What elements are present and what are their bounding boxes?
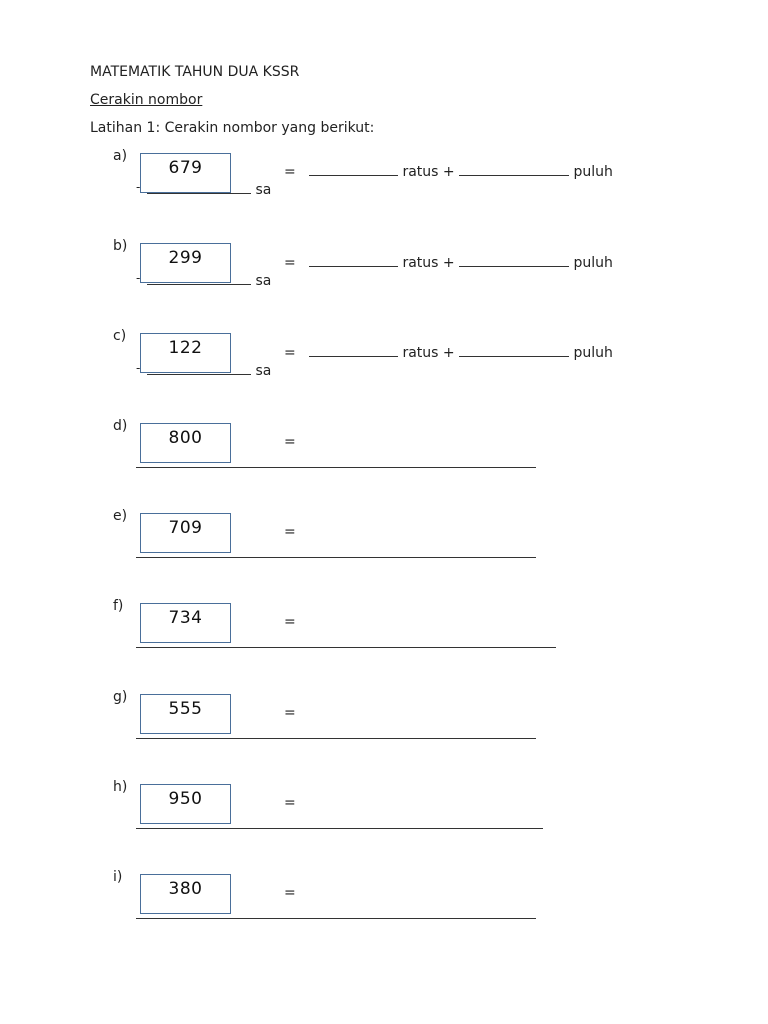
place-value-row: ratus + puluh	[309, 255, 613, 271]
exercise-instruction: Latihan 1: Cerakin nombor yang berikut:	[90, 120, 375, 136]
number-box: 380	[140, 874, 231, 914]
equals-sign: =	[284, 885, 296, 901]
equals-sign: =	[284, 705, 296, 721]
answer-line[interactable]	[136, 918, 536, 919]
sa-row: sa	[147, 363, 271, 379]
question-label: a)	[113, 148, 128, 164]
puluh-word: puluh	[573, 345, 613, 361]
sa-blank[interactable]	[147, 182, 251, 194]
ratus-word: ratus +	[402, 345, 455, 361]
question-label: c)	[113, 328, 127, 344]
question-label: b)	[113, 238, 128, 254]
sa-word: sa	[255, 182, 272, 198]
sa-blank[interactable]	[147, 273, 251, 285]
answer-line[interactable]	[136, 647, 556, 648]
number-box: 679	[140, 153, 231, 193]
puluh-word: puluh	[573, 255, 613, 271]
equals-sign: =	[284, 434, 296, 450]
equals-sign: =	[284, 614, 296, 630]
answer-line[interactable]	[136, 828, 543, 829]
number-box: 122	[140, 333, 231, 373]
ratus-blank[interactable]	[309, 164, 398, 176]
equals-sign: =	[284, 255, 296, 271]
question-label: d)	[113, 418, 128, 434]
number-box: 709	[140, 513, 231, 553]
number-box: 950	[140, 784, 231, 824]
sa-word: sa	[255, 273, 272, 289]
question-label: f)	[113, 598, 124, 614]
answer-line[interactable]	[136, 557, 536, 558]
number-box: 734	[140, 603, 231, 643]
number-box: 555	[140, 694, 231, 734]
ratus-blank[interactable]	[309, 255, 398, 267]
question-label: g)	[113, 689, 128, 705]
puluh-word: puluh	[573, 164, 613, 180]
sa-blank[interactable]	[147, 363, 251, 375]
question-label: i)	[113, 869, 123, 885]
number-box: 800	[140, 423, 231, 463]
equals-sign: =	[284, 164, 296, 180]
place-value-row: ratus + puluh	[309, 164, 613, 180]
ratus-word: ratus +	[402, 164, 455, 180]
answer-line[interactable]	[136, 738, 536, 739]
puluh-blank[interactable]	[459, 164, 570, 176]
equals-sign: =	[284, 345, 296, 361]
worksheet-heading: MATEMATIK TAHUN DUA KSSR	[90, 64, 300, 80]
equals-sign: =	[284, 795, 296, 811]
question-label: h)	[113, 779, 128, 795]
worksheet-subtitle: Cerakin nombor	[90, 92, 203, 108]
ratus-word: ratus +	[402, 255, 455, 271]
question-label: e)	[113, 508, 128, 524]
sa-word: sa	[255, 363, 272, 379]
puluh-blank[interactable]	[459, 345, 570, 357]
sa-row: sa	[147, 182, 271, 198]
place-value-row: ratus + puluh	[309, 345, 613, 361]
number-box: 299	[140, 243, 231, 283]
equals-sign: =	[284, 524, 296, 540]
sa-row: sa	[147, 273, 271, 289]
puluh-blank[interactable]	[459, 255, 570, 267]
ratus-blank[interactable]	[309, 345, 398, 357]
answer-line[interactable]	[136, 467, 536, 468]
